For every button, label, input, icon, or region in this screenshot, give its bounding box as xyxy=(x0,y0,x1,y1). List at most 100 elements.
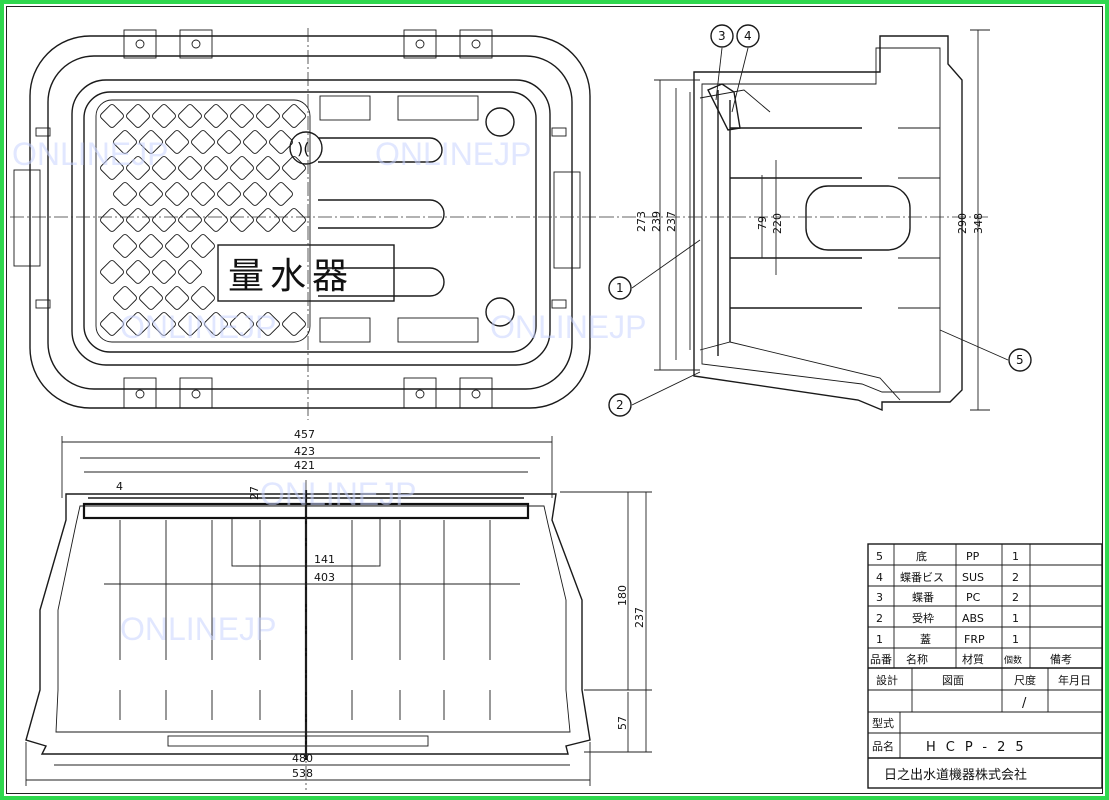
lattice-cell xyxy=(152,156,176,180)
dim-237b: 237 xyxy=(633,607,646,628)
lattice-cell xyxy=(243,182,267,206)
row4-no: 4 xyxy=(876,571,883,584)
hole xyxy=(135,389,145,399)
lattice-cell xyxy=(204,156,228,180)
drawing-sheet xyxy=(6,6,1103,794)
row5-material: PP xyxy=(966,550,980,563)
balloon-3: 3 xyxy=(718,29,726,43)
product-label: 品名 xyxy=(872,739,894,753)
row2-name: 受枠 xyxy=(912,611,934,625)
tab xyxy=(179,29,213,59)
dim-141: 141 xyxy=(314,553,335,566)
dim-237: 237 xyxy=(665,211,678,232)
lattice-cell xyxy=(191,130,215,154)
tab xyxy=(403,29,437,59)
lattice-cell xyxy=(126,260,150,284)
lattice-cell xyxy=(113,286,137,310)
dim-421: 421 xyxy=(294,459,315,472)
dim-180: 180 xyxy=(616,585,629,606)
row2-no: 2 xyxy=(876,612,883,625)
dim-290: 290 xyxy=(956,213,969,234)
cover-lattice-pattern xyxy=(100,104,306,336)
lattice-cell xyxy=(165,234,189,258)
lattice-cell xyxy=(282,312,306,336)
row5-qty: 1 xyxy=(1012,550,1019,563)
row1-no: 1 xyxy=(876,633,883,646)
top-view: 量水器 )( xyxy=(10,28,600,420)
tab xyxy=(179,377,213,409)
balloon-4: 4 xyxy=(744,29,752,43)
lattice-cell xyxy=(217,130,241,154)
hole xyxy=(471,39,481,49)
lattice-cell xyxy=(113,130,137,154)
lattice-cell xyxy=(100,260,124,284)
lattice-cell xyxy=(165,130,189,154)
lattice-cell xyxy=(217,182,241,206)
row4-material: SUS xyxy=(962,571,984,584)
row4-qty: 2 xyxy=(1012,571,1019,584)
lattice-cell xyxy=(204,312,228,336)
product-value: HCP-25 xyxy=(926,740,1034,755)
header-material: 材質 xyxy=(962,652,984,666)
watermark-text: ONLINEJP xyxy=(12,136,168,172)
lattice-cell xyxy=(269,130,293,154)
lattice-cell xyxy=(152,104,176,128)
tab xyxy=(123,29,157,59)
lattice-cell xyxy=(230,104,254,128)
lattice-cell xyxy=(256,312,280,336)
dim-273: 273 xyxy=(635,211,648,232)
watermark-text: ONLINEJP xyxy=(120,309,276,345)
lattice-cell xyxy=(178,208,202,232)
hole xyxy=(415,389,425,399)
row5-no: 5 xyxy=(876,550,883,563)
tab xyxy=(123,377,157,409)
hole xyxy=(415,39,425,49)
dim-480: 480 xyxy=(292,752,313,765)
lattice-cell xyxy=(126,104,150,128)
lattice-cell xyxy=(113,234,137,258)
row3-no: 3 xyxy=(876,591,883,604)
balloon-1: 1 xyxy=(616,281,624,295)
lattice-cell xyxy=(230,208,254,232)
parts-table: 5 底 PP 1 4 蝶番ビス SUS 2 3 蝶番 PC 2 2 受枠 ABS… xyxy=(867,543,1103,789)
lattice-cell xyxy=(282,208,306,232)
side-view: 273 239 237 79 220 290 348 1 2 3 4 5 xyxy=(600,24,1032,417)
watermark-text: ONLINEJP xyxy=(375,136,531,172)
dim-4: 4 xyxy=(116,480,123,493)
lattice-cell xyxy=(139,286,163,310)
sign-design: 設計 xyxy=(876,673,898,687)
dim-79: 79 xyxy=(756,216,769,230)
side-ribs xyxy=(730,127,940,309)
watermarks: ONLINEJP ONLINEJP ONLINEJP ONLINEJP ONLI… xyxy=(12,136,646,647)
lattice-cell xyxy=(165,182,189,206)
header-qty: 個数 xyxy=(1004,654,1022,666)
row1-name: 蓋 xyxy=(920,633,931,646)
lattice-cell xyxy=(178,156,202,180)
lattice-cell xyxy=(191,286,215,310)
hole xyxy=(135,39,145,49)
sign-scale: 尺度 xyxy=(1014,673,1036,687)
lattice-cell xyxy=(100,156,124,180)
watermark-text: ONLINEJP xyxy=(120,611,276,647)
hole xyxy=(471,389,481,399)
dim-457: 457 xyxy=(294,428,315,441)
lattice-cell xyxy=(152,208,176,232)
lattice-cell xyxy=(152,312,176,336)
front-ribs xyxy=(119,520,491,720)
dim-423: 423 xyxy=(294,445,315,458)
lattice-cell xyxy=(178,104,202,128)
lattice-cell xyxy=(139,130,163,154)
dim-57: 57 xyxy=(616,716,629,730)
header-name: 名称 xyxy=(906,652,928,666)
row5-name: 底 xyxy=(916,549,927,563)
lattice-cell xyxy=(126,312,150,336)
sign-date: 年月日 xyxy=(1058,673,1091,687)
header-remark: 備考 xyxy=(1050,653,1072,666)
balloon-5: 5 xyxy=(1016,353,1024,367)
row1-qty: 1 xyxy=(1012,633,1019,646)
dim-239: 239 xyxy=(650,211,663,232)
lattice-cell xyxy=(100,208,124,232)
balloon-2: 2 xyxy=(616,398,624,412)
